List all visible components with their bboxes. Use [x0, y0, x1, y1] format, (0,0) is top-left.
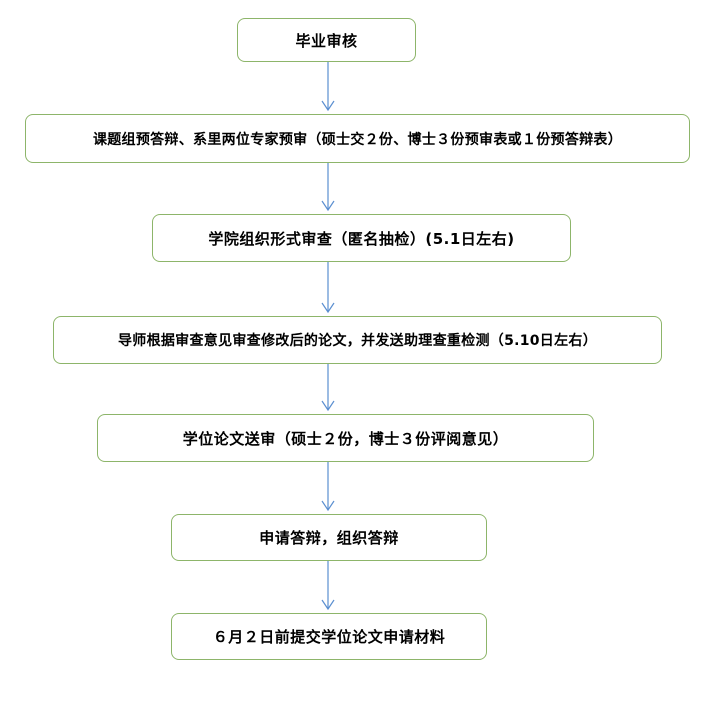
step-thesis-external-review: 学位论文送审（硕士２份，博士３份评阅意见） — [97, 414, 594, 462]
arrow-6-to-7 — [321, 561, 335, 611]
arrow-3-to-4 — [321, 262, 335, 314]
step-format-review: 学院组织形式审查（匿名抽检）(5.1日左右) — [152, 214, 571, 262]
arrow-2-to-3 — [321, 163, 335, 212]
arrow-1-to-2 — [321, 62, 335, 112]
arrow-4-to-5 — [321, 364, 335, 412]
step-pre-defense-expert-review: 课题组预答辩、系里两位专家预审（硕士交２份、博士３份预审表或１份预答辩表） — [25, 114, 690, 163]
step-advisor-revision-plagiarism-check: 导师根据审查意见审查修改后的论文，并发送助理查重检测（5.10日左右） — [53, 316, 662, 364]
arrow-5-to-6 — [321, 462, 335, 512]
step-submit-degree-materials: ６月２日前提交学位论文申请材料 — [171, 613, 487, 660]
step-defense-application: 申请答辩，组织答辩 — [171, 514, 487, 561]
step-graduation-review: 毕业审核 — [237, 18, 416, 62]
